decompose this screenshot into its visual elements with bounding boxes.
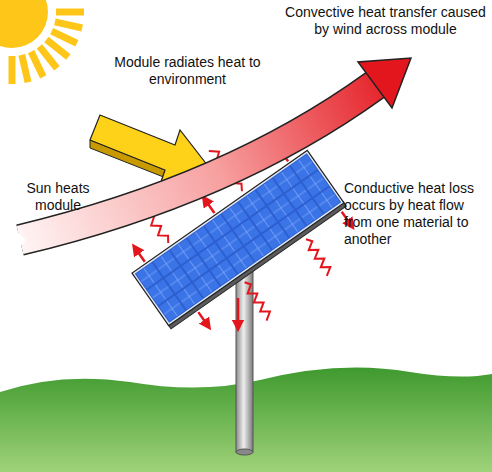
convection-label: Convective heat transfer caused by wind … xyxy=(283,4,488,38)
radiation-label: Module radiates heat to environment xyxy=(110,54,265,88)
conduction-label: Conductive heat loss occurs by heat flow… xyxy=(344,180,488,248)
sun-label: Sun heats module xyxy=(8,180,108,214)
